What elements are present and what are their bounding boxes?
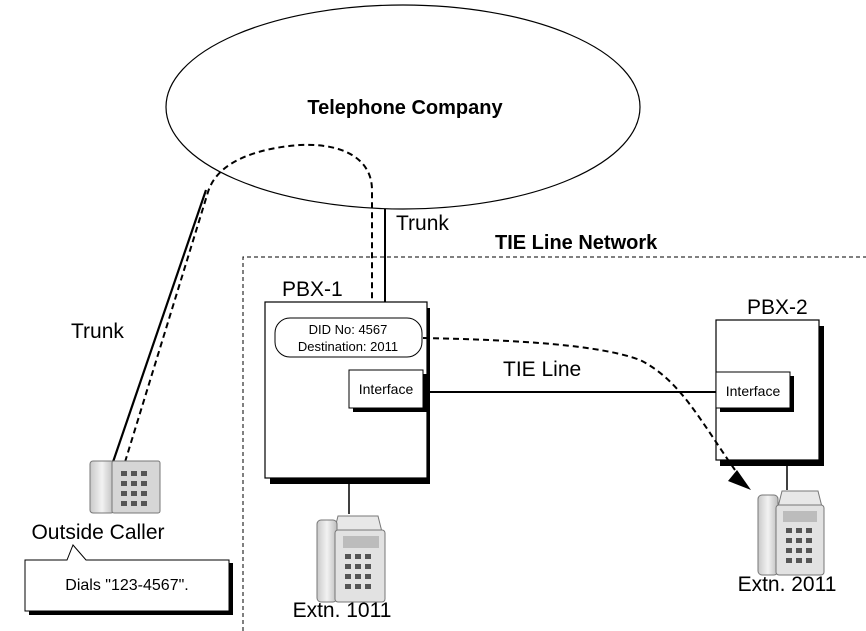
did-number: DID No: 4567: [309, 322, 388, 337]
outside-phone-icon: [89, 460, 161, 514]
extension-1011-label: Extn. 1011: [293, 599, 392, 622]
routed-call-path-dashed: [422, 337, 736, 471]
telephone-company-label: Telephone Company: [307, 97, 503, 119]
tie-line-network-boundary: TIE Line Network: [242, 232, 866, 631]
dial-callout: Dials "123-4567".: [24, 544, 233, 615]
pbx-1: PBX-1 DID No: 4567 Destination: 2011 Int…: [264, 278, 430, 484]
pbx-1-label: PBX-1: [282, 278, 343, 301]
pbx-2-label: PBX-2: [747, 296, 808, 319]
tie-line-label: TIE Line: [503, 358, 581, 381]
desk-phone-icon: [757, 490, 825, 576]
routed-call-arrowhead: [728, 470, 751, 490]
extension-2011-label: Extn. 2011: [738, 573, 837, 596]
pbx-1-interface-label: Interface: [359, 381, 414, 397]
pbx-2-interface-label: Interface: [726, 383, 781, 399]
outside-caller-label: Outside Caller: [31, 521, 164, 544]
left-trunk-line: [111, 189, 208, 463]
center-trunk-label: Trunk: [396, 212, 449, 235]
tie-network-label: TIE Line Network: [495, 232, 658, 254]
left-trunk-label: Trunk: [71, 320, 124, 343]
pbx-2: PBX-2 Interface: [715, 296, 824, 466]
did-destination: Destination: 2011: [298, 339, 398, 354]
dial-callout-text: Dials "123-4567".: [65, 577, 188, 594]
desk-phone-icon: [316, 515, 386, 603]
call-path-dashed: [124, 143, 373, 463]
telephone-company: Telephone Company: [165, 4, 641, 210]
